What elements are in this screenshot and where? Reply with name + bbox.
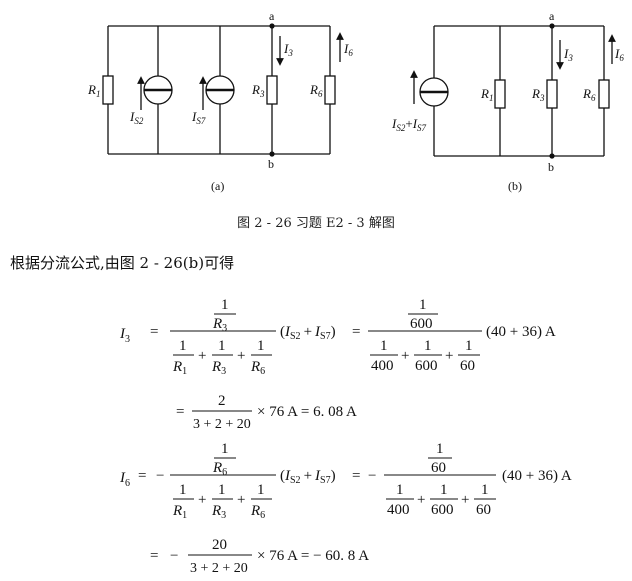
- eq2-num-r: R6: [212, 460, 227, 478]
- eq1-n-num-val: 600: [410, 316, 433, 332]
- eq2-den-one-a: 1: [179, 482, 187, 498]
- eq1-den-plus-1: +: [198, 348, 206, 364]
- eq2-sources: (IS2+IS7): [280, 468, 336, 486]
- circuit-a-label-s2: IS2: [129, 109, 144, 126]
- figure-caption: 图 2 - 26 习题 E2 - 3 解图: [237, 216, 395, 231]
- eq1-lhs: I3: [119, 326, 130, 345]
- eq2-den-r-c: R6: [250, 503, 265, 521]
- eq1-n-den-c: 60: [460, 358, 475, 374]
- eq1-n-den-b: 600: [415, 358, 438, 374]
- eq1-n-den-one-b: 1: [424, 338, 432, 354]
- eq2-line2-num: 20: [212, 537, 227, 553]
- eq1-n-den-one-c: 1: [465, 338, 473, 354]
- eq2-den-plus-2: +: [237, 492, 245, 508]
- eq2-den-r-b: R3: [211, 503, 226, 521]
- circuit-a-label-i3: I3: [283, 41, 293, 58]
- eq2-n-den-one-b: 1: [440, 482, 448, 498]
- equation-i3: I3 = 1 R3 1 R1 + 1 R3 + 1 R6 (IS2+IS7): [119, 297, 556, 432]
- eq1-den-one-b: 1: [218, 338, 226, 354]
- eq2-equals: =: [138, 468, 146, 484]
- eq1-equals: =: [150, 324, 158, 340]
- eq1-den-one-a: 1: [179, 338, 187, 354]
- eq2-minus-2: −: [368, 468, 376, 484]
- eq1-values: (40 + 36) A: [486, 324, 556, 340]
- eq2-lhs: I6: [119, 470, 130, 489]
- eq1-n-den-a: 400: [371, 358, 394, 374]
- circuit-a-caption: (a): [211, 179, 224, 193]
- eq2-line2-result: × 76 A = − 60. 8 A: [257, 548, 369, 564]
- eq2-n-den-c: 60: [476, 502, 491, 518]
- eq1-equals-2: =: [352, 324, 360, 340]
- circuit-a-label-r1: R1: [87, 82, 100, 99]
- eq2-den-one-c: 1: [257, 482, 265, 498]
- eq1-sources: (IS2+IS7): [280, 324, 336, 342]
- circuit-b-label-r1: R1: [480, 86, 493, 103]
- eq1-den-r-c: R6: [250, 359, 265, 377]
- circuit-b-label-i6: I6: [614, 46, 624, 63]
- eq2-n-den-a: 400: [387, 502, 410, 518]
- circuit-a-node-b-dot: [269, 151, 275, 157]
- eq2-den-one-b: 1: [218, 482, 226, 498]
- circuit-b-node-b: b: [548, 160, 554, 174]
- eq1-n-den-one-a: 1: [380, 338, 388, 354]
- circuit-a-label-i6: I6: [343, 41, 353, 58]
- intro-sentence: 根据分流公式,由图 2 - 26(b)可得: [10, 254, 235, 272]
- eq2-line2-equals: =: [150, 548, 158, 564]
- circuit-b-node-a: a: [549, 9, 555, 23]
- eq2-num-one: 1: [221, 441, 229, 457]
- eq2-n-den-one-c: 1: [481, 482, 489, 498]
- eq1-line2-den: 3 + 2 + 20: [193, 417, 251, 432]
- circuit-a-label-s7: IS7: [191, 109, 206, 126]
- eq1-n-num-one: 1: [419, 297, 427, 313]
- circuit-a-node-a-dot: [269, 23, 275, 29]
- eq2-den-plus-1: +: [198, 492, 206, 508]
- circuit-b: [410, 25, 616, 157]
- eq2-n-den-one-a: 1: [396, 482, 404, 498]
- eq1-num-one: 1: [221, 297, 229, 313]
- circuit-a-label-r6: R6: [309, 82, 323, 99]
- eq2-n-den-plus-2: +: [461, 492, 469, 508]
- eq1-n-den-plus-2: +: [445, 348, 453, 364]
- eq2-den-r-a: R1: [172, 503, 187, 521]
- eq2-line2-minus: −: [170, 548, 178, 564]
- circuit-b-node-b-dot: [549, 153, 555, 159]
- eq1-line2-result: × 76 A = 6. 08 A: [257, 404, 357, 420]
- eq1-den-one-c: 1: [257, 338, 265, 354]
- circuit-b-label-r6: R6: [582, 86, 596, 103]
- eq1-den-plus-2: +: [237, 348, 245, 364]
- circuit-b-caption: (b): [508, 179, 522, 193]
- eq1-n-den-plus-1: +: [401, 348, 409, 364]
- eq2-n-num-one: 1: [436, 441, 444, 457]
- circuit-a-node-b: b: [268, 157, 274, 171]
- eq1-num-r: R3: [212, 316, 227, 334]
- eq2-values: (40 + 36) A: [502, 468, 572, 484]
- circuit-a-node-a: a: [269, 9, 275, 23]
- equation-i6: I6 = − 1 R6 1 R1 + 1 R3 + 1 R6 (IS2+IS7: [119, 441, 572, 576]
- eq2-equals-2: =: [352, 468, 360, 484]
- circuit-b-node-a-dot: [549, 23, 555, 29]
- eq2-n-num-val: 60: [431, 460, 446, 476]
- eq1-line2-equals: =: [176, 404, 184, 420]
- eq1-den-r-b: R3: [211, 359, 226, 377]
- circuit-b-label-source: IS2+IS7: [391, 116, 427, 133]
- circuit-a: [102, 25, 344, 155]
- circuit-a-label-r3: R3: [251, 82, 265, 99]
- circuit-b-label-i3: I3: [563, 46, 573, 63]
- circuit-figures: a b R1 IS2 IS7 I3 R3 I6 R6 (a): [87, 9, 624, 193]
- eq1-line2-num: 2: [218, 393, 226, 409]
- circuit-b-label-r3: R3: [531, 86, 545, 103]
- eq2-line2-den: 3 + 2 + 20: [190, 561, 248, 576]
- eq2-minus: −: [156, 468, 164, 484]
- eq1-den-r-a: R1: [172, 359, 187, 377]
- eq2-n-den-b: 600: [431, 502, 454, 518]
- eq2-n-den-plus-1: +: [417, 492, 425, 508]
